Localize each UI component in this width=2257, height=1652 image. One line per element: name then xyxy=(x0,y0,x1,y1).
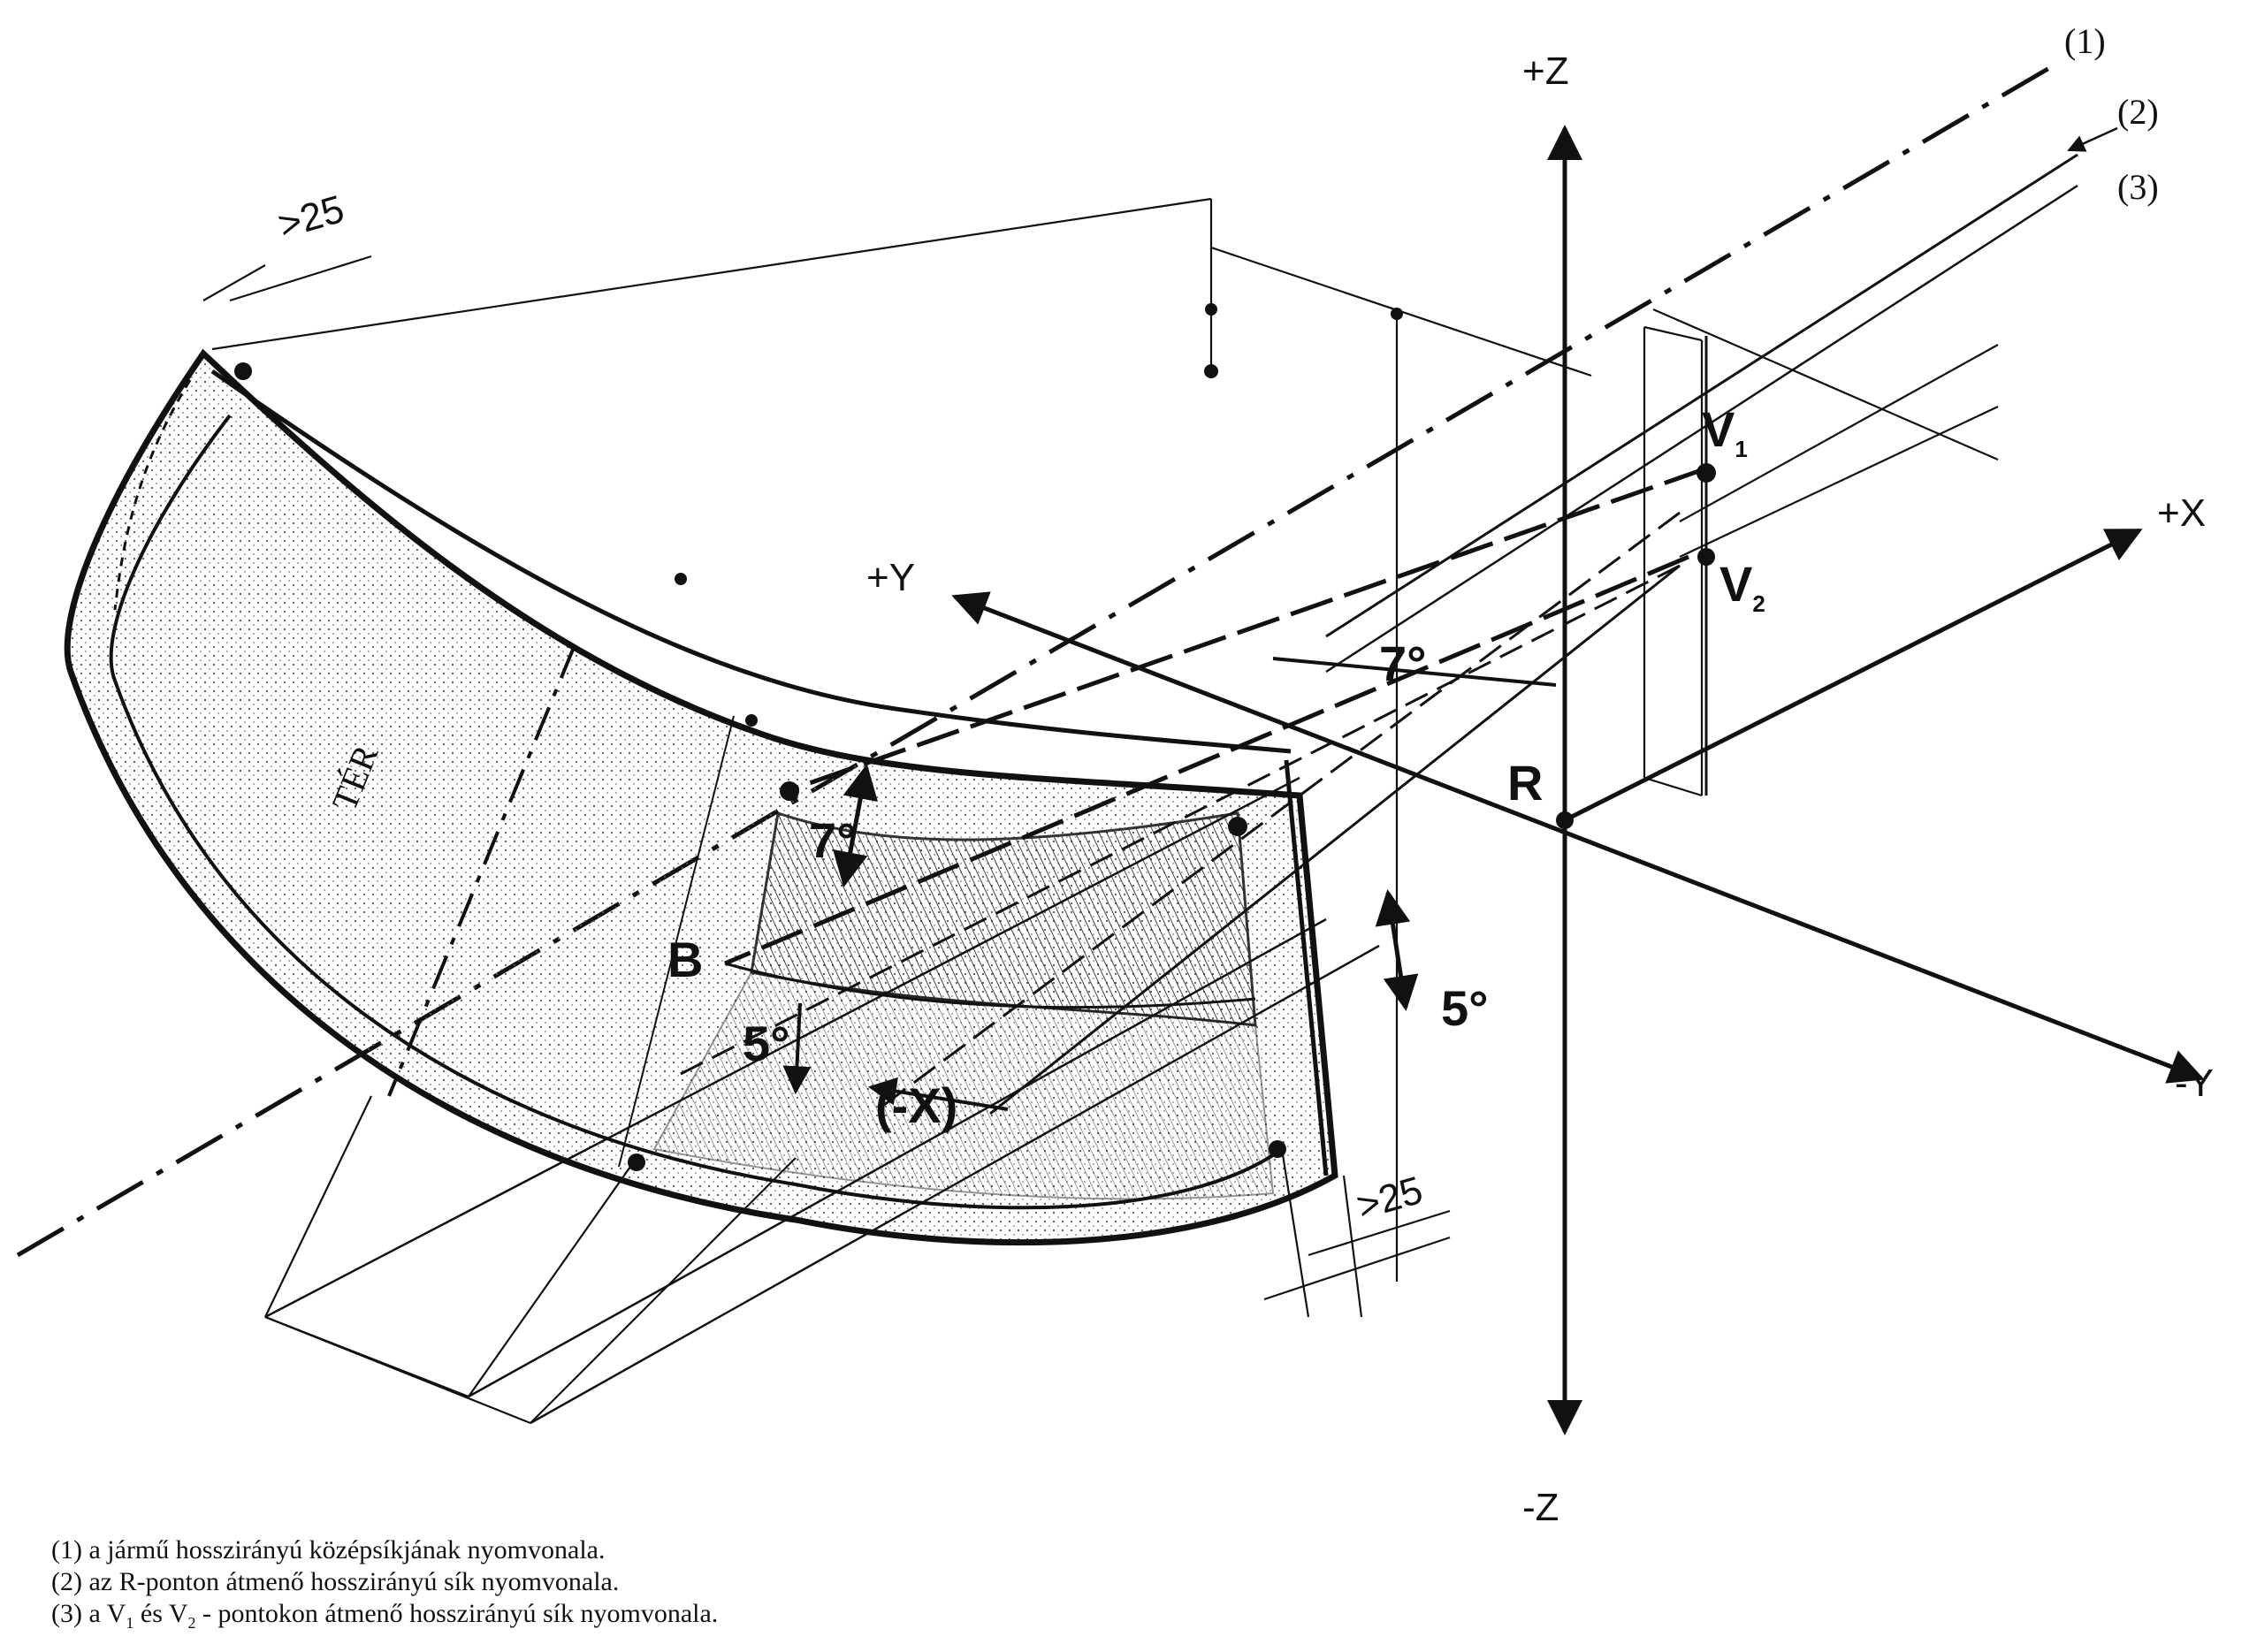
node-2 xyxy=(745,714,758,727)
label-point-r: R xyxy=(1507,755,1543,811)
corner-bottom-left xyxy=(628,1153,645,1171)
label-dim-top: >25 xyxy=(273,187,348,247)
point-v2-marker xyxy=(1697,548,1715,566)
points xyxy=(234,303,1716,1171)
legend-line-1: (1) a jármű hosszirányú középsíkjának ny… xyxy=(51,1535,606,1564)
label-plus-y: +Y xyxy=(866,556,915,599)
angle-markers xyxy=(782,657,1557,1111)
labels: +Z -Z +X -Y +Y (-X) R B V1 V2 >25 >25 7°… xyxy=(273,21,2214,1529)
label-angle-7-left: 7° xyxy=(809,812,857,868)
legend: (1) a jármű hosszirányú középsíkjának ny… xyxy=(51,1534,718,1639)
node-3 xyxy=(1391,308,1403,320)
windscreen-inner-band xyxy=(109,414,1284,1210)
label-angle-5-left: 5° xyxy=(743,1016,790,1071)
node-1 xyxy=(675,573,687,585)
label-v2: V2 xyxy=(1719,556,1765,617)
point-r-marker xyxy=(1556,811,1574,829)
legend-line-3: (3) a V1 és V2 - pontokon átmenő hosszir… xyxy=(51,1599,719,1632)
corner-right-bottom xyxy=(1269,1140,1286,1158)
corner-mid xyxy=(780,781,799,801)
label-minus-z: -Z xyxy=(1522,1486,1559,1529)
label-angle-7-right: 7° xyxy=(1379,636,1427,691)
legend-line-2: (2) az R-ponton átmenő hosszirányú sík n… xyxy=(51,1567,620,1596)
label-v1: V1 xyxy=(1702,401,1748,462)
node-4 xyxy=(1204,364,1218,378)
label-trace-1: (1) xyxy=(2064,21,2106,61)
trace-line-1 xyxy=(16,59,2062,1258)
label-plus-x: +X xyxy=(2157,491,2206,535)
corner-right-top xyxy=(1228,817,1247,836)
label-minus-x: (-X) xyxy=(875,1077,957,1133)
node-5 xyxy=(1205,303,1217,316)
label-minus-y: -Y xyxy=(2175,1062,2214,1105)
label-point-b: B xyxy=(667,932,703,987)
label-trace-3: (3) xyxy=(2117,167,2159,207)
zone-divider xyxy=(387,644,576,1097)
label-trace-2: (2) xyxy=(2117,92,2159,132)
point-v1-marker xyxy=(1697,463,1716,483)
label-dim-bottom: >25 xyxy=(1352,1169,1427,1229)
corner-top-left xyxy=(234,362,252,380)
windscreen-left-edge xyxy=(113,379,192,611)
trace-line-2-arrow xyxy=(2067,126,2118,152)
zone-divider-left xyxy=(618,715,735,1168)
y-axis xyxy=(951,591,2205,1084)
label-plus-z: +Z xyxy=(1522,49,1569,93)
windscreen-body xyxy=(64,348,1338,1246)
label-angle-5-right: 5° xyxy=(1441,980,1489,1036)
